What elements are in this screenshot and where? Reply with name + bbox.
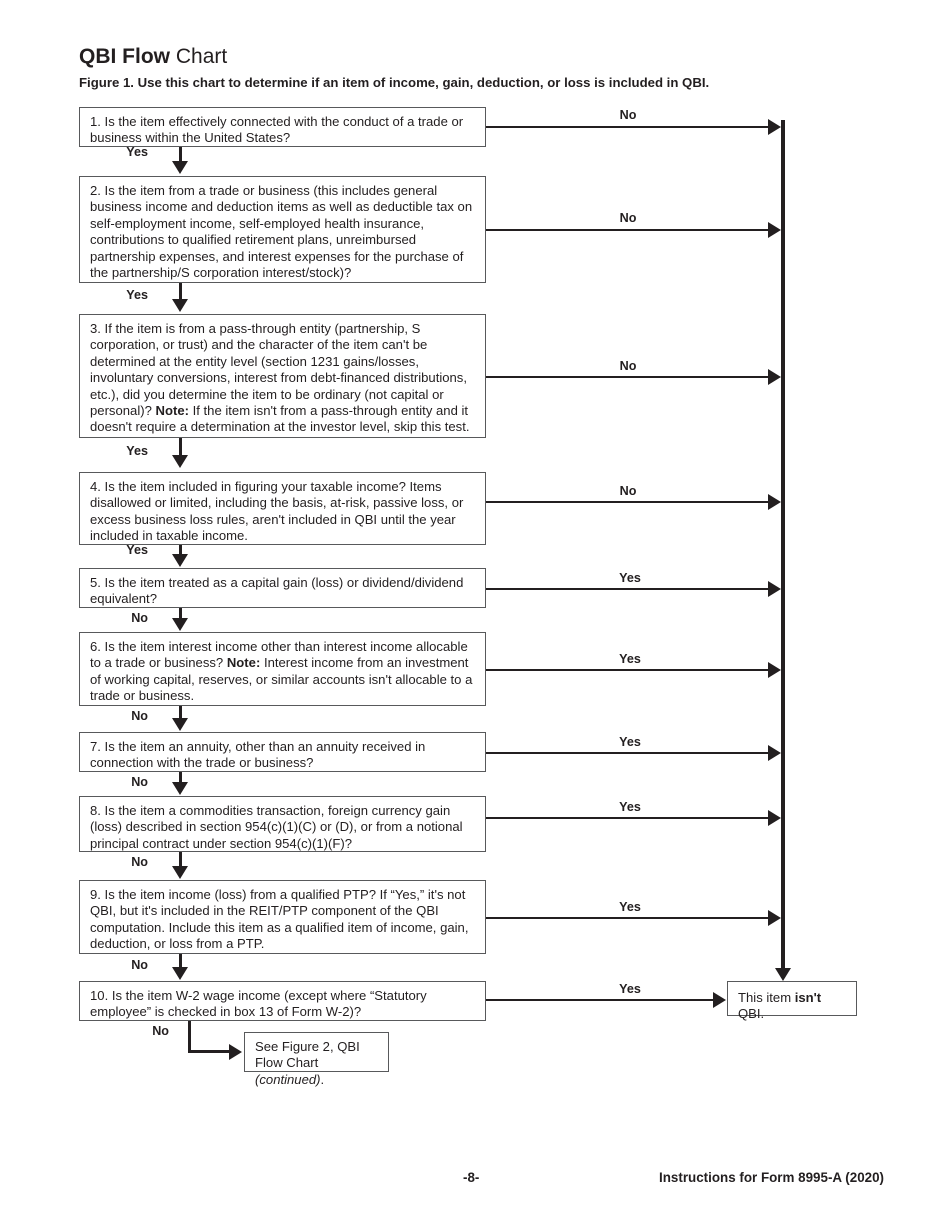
connector-10-to-continuation-vertical <box>187 1021 191 1051</box>
branch-line-10 <box>486 999 714 1001</box>
branch-arrowhead-10 <box>713 991 726 1008</box>
branch-arrowhead-4 <box>768 493 781 510</box>
arrowhead-7-to-8 <box>171 782 188 795</box>
continuation-box-figure-2: See Figure 2, QBI Flow Chart (continued)… <box>244 1032 389 1087</box>
branch-arrowhead-7 <box>768 744 781 761</box>
branch-label-5-right: Yes <box>619 571 641 585</box>
branch-label-10-down: No <box>152 1024 169 1038</box>
decision-box-2: 2. Is the item from a trade or business … <box>79 176 486 283</box>
decision-box-9: 9. Is the item income (loss) from a qual… <box>79 880 486 954</box>
connector-8-to-9 <box>178 852 182 868</box>
arrowhead-9-to-10 <box>171 967 188 980</box>
decision-box-7: 7. Is the item an annuity, other than an… <box>79 732 486 772</box>
branch-arrowhead-8 <box>768 809 781 826</box>
branch-arrowhead-3 <box>768 368 781 385</box>
connector-5-to-6 <box>178 608 182 620</box>
branch-label-1-right: No <box>619 108 637 122</box>
branch-label-8-right: Yes <box>619 800 641 814</box>
terminal-box-not-qbi: This item isn't QBI. <box>727 981 857 1021</box>
branch-line-4 <box>486 501 769 503</box>
connector-6-to-7 <box>178 706 182 719</box>
branch-label-6-right: Yes <box>619 652 641 666</box>
form-reference: Instructions for Form 8995-A (2020) <box>659 1170 884 1185</box>
decision-box-8: 8. Is the item a commodities transaction… <box>79 796 486 852</box>
branch-label-2-right: No <box>619 211 637 225</box>
branch-label-9-right: Yes <box>619 900 641 914</box>
page-title-bold: QBI Flow <box>79 45 170 68</box>
connector-2-to-3 <box>178 283 182 300</box>
branch-line-9 <box>486 917 769 919</box>
connector-3-to-4 <box>178 438 182 456</box>
branch-label-2-down: Yes <box>126 288 148 302</box>
branch-label-6-down: No <box>131 709 148 723</box>
branch-line-5 <box>486 588 769 590</box>
branch-label-1-down: Yes <box>126 145 148 159</box>
page-number: -8- <box>463 1170 480 1185</box>
branch-line-6 <box>486 669 769 671</box>
branch-line-3 <box>486 376 769 378</box>
page-title: QBI Flow Chart <box>79 45 227 69</box>
branch-label-8-down: No <box>131 855 148 869</box>
decision-box-5: 5. Is the item treated as a capital gain… <box>79 568 486 608</box>
branch-arrowhead-6 <box>768 661 781 678</box>
branch-arrowhead-1 <box>768 118 781 135</box>
arrowhead-1-to-2 <box>171 161 188 174</box>
arrowhead-8-to-9 <box>171 866 188 879</box>
arrowhead-2-to-3 <box>171 299 188 312</box>
decision-box-3: 3. If the item is from a pass-through en… <box>79 314 486 438</box>
connector-4-to-5 <box>178 545 182 557</box>
arrowhead-4-to-5 <box>171 554 188 567</box>
branch-line-8 <box>486 817 769 819</box>
branch-arrowhead-5 <box>768 580 781 597</box>
arrowhead-to-continuation <box>229 1043 242 1060</box>
decision-box-1: 1. Is the item effectively connected wit… <box>79 107 486 147</box>
branch-label-3-down: Yes <box>126 444 148 458</box>
arrowhead-6-to-7 <box>171 718 188 731</box>
decision-box-6: 6. Is the item interest income other tha… <box>79 632 486 706</box>
branch-label-4-down: Yes <box>126 543 148 557</box>
decision-box-4: 4. Is the item included in figuring your… <box>79 472 486 545</box>
page-title-light: Chart <box>175 45 228 68</box>
branch-label-9-down: No <box>131 958 148 972</box>
branch-label-10-right: Yes <box>619 982 641 996</box>
branch-line-1 <box>486 126 769 128</box>
branch-line-7 <box>486 752 769 754</box>
branch-label-4-right: No <box>619 484 637 498</box>
connector-1-to-2 <box>178 147 182 163</box>
branch-arrowhead-2 <box>768 221 781 238</box>
arrowhead-3-to-4 <box>171 455 188 468</box>
spine-terminal-arrowhead <box>774 968 791 981</box>
figure-caption: Figure 1. Use this chart to determine if… <box>79 75 710 90</box>
connector-9-to-10 <box>178 954 182 968</box>
branch-label-3-right: No <box>619 359 637 373</box>
branch-label-7-down: No <box>131 775 148 789</box>
arrowhead-5-to-6 <box>171 618 188 631</box>
branch-arrowhead-9 <box>768 909 781 926</box>
connector-10-to-continuation-horizontal <box>187 1050 231 1053</box>
connector-7-to-8 <box>178 772 182 784</box>
branch-line-2 <box>486 229 769 231</box>
collector-spine <box>781 120 785 978</box>
decision-box-10: 10. Is the item W-2 wage income (except … <box>79 981 486 1021</box>
branch-label-7-right: Yes <box>619 735 641 749</box>
branch-label-5-down: No <box>131 611 148 625</box>
